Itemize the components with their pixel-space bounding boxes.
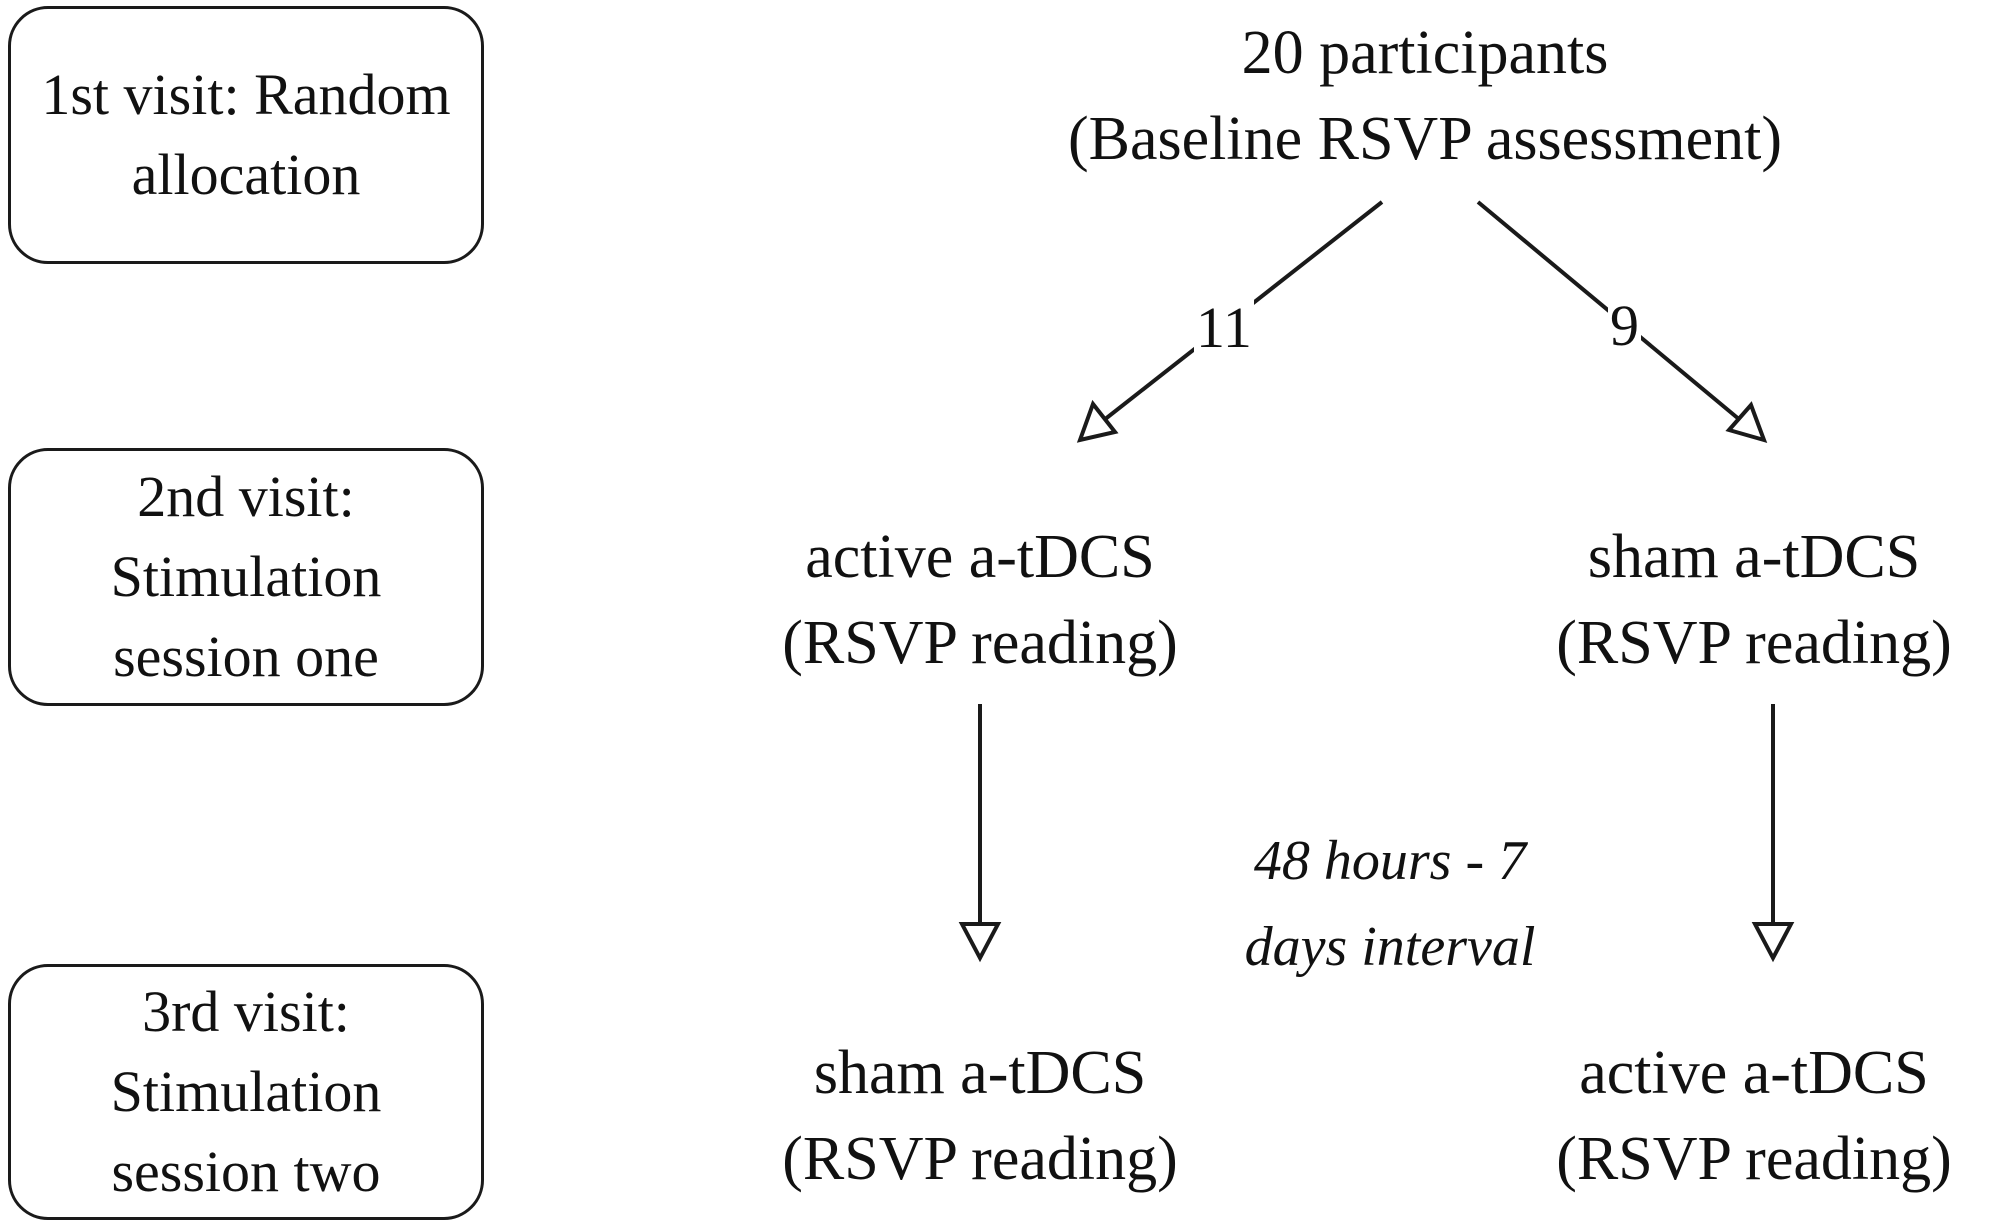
session-one-right-subtitle: (RSVP reading) — [1556, 609, 1952, 677]
visit-box-2: 2nd visit: Stimulation session one — [8, 448, 484, 706]
session-one-left-title: active a-tDCS — [805, 523, 1155, 591]
interval-line-2: days interval — [1244, 916, 1536, 978]
visit-2-line-1: 2nd visit: — [137, 464, 355, 529]
interval-label: 48 hours - 7 days interval — [1180, 818, 1600, 990]
session-one-right-title: sham a-tDCS — [1587, 523, 1921, 591]
visit-2-line-2: Stimulation — [110, 544, 382, 609]
visit-3-line-2: Stimulation — [110, 1059, 382, 1124]
session-two-right-node: active a-tDCS (RSVP reading) — [1516, 1030, 1992, 1202]
visit-1-line-1: 1st visit: Random — [41, 62, 451, 127]
session-arrowhead-left — [958, 922, 1002, 963]
visit-box-3: 3rd visit: Stimulation session two — [8, 964, 484, 1220]
session-arrowhead-right — [1751, 922, 1795, 963]
visit-2-line-3: session one — [113, 624, 379, 689]
visit-box-1: 1st visit: Random allocation — [8, 6, 484, 264]
root-node: 20 participants (Baseline RSVP assessmen… — [990, 10, 1860, 182]
session-two-right-subtitle: (RSVP reading) — [1556, 1125, 1952, 1193]
split-arrowhead-left — [1076, 399, 1119, 443]
session-one-left-node: active a-tDCS (RSVP reading) — [740, 514, 1220, 686]
root-subtitle: (Baseline RSVP assessment) — [1067, 105, 1783, 173]
session-two-left-title: sham a-tDCS — [813, 1039, 1147, 1107]
visit-3-line-3: session two — [111, 1139, 381, 1204]
session-two-right-title: active a-tDCS — [1579, 1039, 1929, 1107]
root-title: 20 participants — [1241, 19, 1609, 87]
count-right-label: 9 — [1608, 293, 1641, 358]
session-two-left-subtitle: (RSVP reading) — [782, 1125, 1178, 1193]
split-arrowhead-right — [1725, 401, 1768, 444]
visit-3-line-1: 3rd visit: — [142, 979, 350, 1044]
session-two-left-node: sham a-tDCS (RSVP reading) — [740, 1030, 1220, 1202]
interval-line-1: 48 hours - 7 — [1253, 830, 1527, 892]
session-one-left-subtitle: (RSVP reading) — [782, 609, 1178, 677]
visit-1-line-2: allocation — [131, 142, 361, 207]
count-left-label: 11 — [1194, 295, 1254, 360]
session-one-right-node: sham a-tDCS (RSVP reading) — [1516, 514, 1992, 686]
